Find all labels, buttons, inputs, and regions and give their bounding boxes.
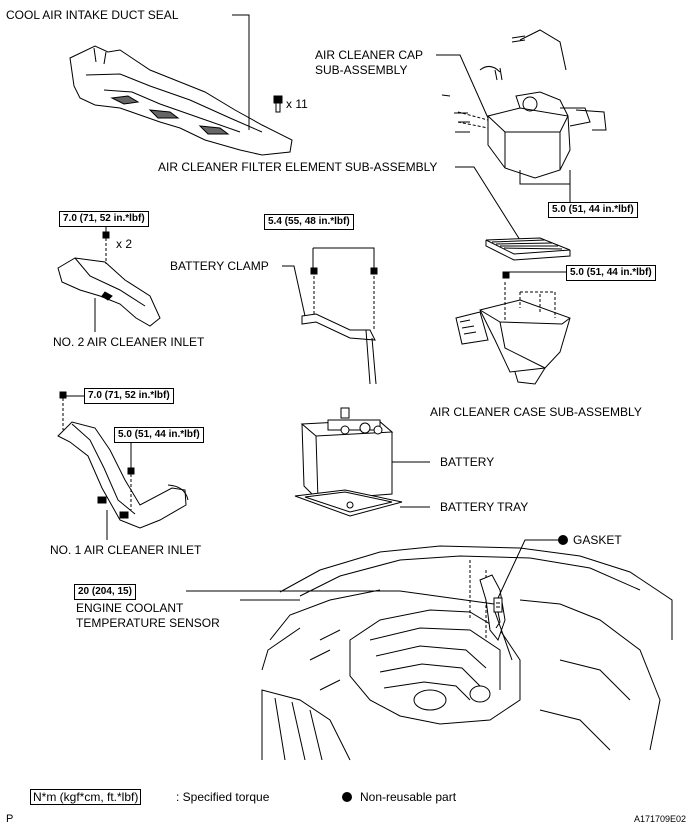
footer-page-mark: P [6,813,14,825]
figure-id: A171709E02 [634,814,687,824]
leader-clamp [282,265,306,317]
torque-case: 5.0 (51, 44 in.*lbf) [566,265,656,281]
battery-clamp-part [301,267,378,385]
label-duct-seal: COOL AIR INTAKE DUCT SEAL [6,8,179,22]
label-ects-line1: ENGINE COOLANT [76,601,184,615]
battery-tray-part [294,489,403,517]
air-cleaner-case-part [455,271,571,385]
legend-torque-box: N*m (kgf*cm, ft.*lbf) [30,789,142,805]
legend-nonreusable-marker [342,792,352,802]
label-battery: BATTERY [440,455,495,469]
torque-ects: 20 (204, 15) [74,584,136,600]
label-filter: AIR CLEANER FILTER ELEMENT SUB-ASSEMBLY [158,160,438,174]
leader-gasket [497,539,563,599]
torque-no1-upper: 7.0 (71, 52 in.*lbf) [84,388,174,404]
qty-no2-bolts: x 2 [116,237,133,251]
label-cap-line1: AIR CLEANER CAP [315,48,424,62]
no1-inlet-part [57,391,189,529]
torque-cap: 5.0 (51, 44 in.*lbf) [548,202,638,218]
engine-compartment [261,545,673,761]
qty-duct-bolts: x 11 [286,97,308,111]
label-gasket: GASKET [573,533,622,547]
leader-filter [455,166,521,241]
label-ects-line2: TEMPERATURE SENSOR [76,616,220,630]
legend-nonreusable-label: Non-reusable part [360,790,457,804]
duct-seal-part [69,45,293,156]
label-battery-tray: BATTERY TRAY [440,500,529,514]
leader-clamp-torque-b [313,247,375,268]
air-cleaner-cap-part [441,29,607,185]
torque-no1-lower: 5.0 (51, 44 in.*lbf) [114,427,204,443]
label-cap-line2: SUB-ASSEMBLY [315,63,408,77]
leader-duct-seal [232,14,250,130]
leader-ects-torque [186,590,495,605]
legend-torque-desc: : Specified torque [176,790,270,804]
torque-clamp: 5.4 (55, 48 in.*lbf) [264,214,354,230]
battery-part [300,407,394,501]
label-no1-inlet: NO. 1 AIR CLEANER INLET [50,543,202,557]
torque-no2-inlet: 7.0 (71, 52 in.*lbf) [59,211,149,227]
label-no2-inlet: NO. 2 AIR CLEANER INLET [53,335,205,349]
leader-cap [436,54,489,119]
filter-element-part [485,237,571,261]
duct-bolt [273,95,283,113]
label-battery-clamp: BATTERY CLAMP [170,259,269,273]
gasket-nonreusable-marker [558,535,568,545]
no2-inlet-part [57,231,161,327]
label-air-cleaner-case: AIR CLEANER CASE SUB-ASSEMBLY [430,405,642,419]
